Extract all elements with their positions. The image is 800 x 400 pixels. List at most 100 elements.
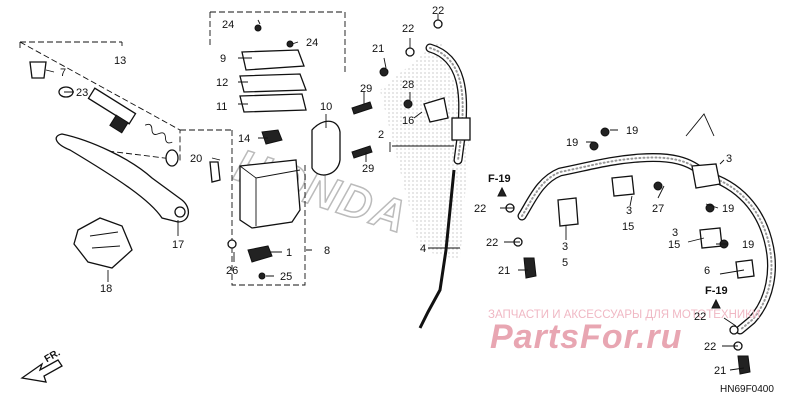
callout-20: 20 bbox=[190, 153, 202, 165]
callout-27: 27 bbox=[652, 203, 664, 215]
callout-24a: 24 bbox=[222, 19, 234, 31]
callout-19a: 19 bbox=[566, 137, 578, 149]
clamp-10 bbox=[311, 120, 341, 176]
callout-10: 10 bbox=[320, 101, 332, 113]
callout-labels: 7 13 23 17 18 24 24 9 12 11 14 20 1 25 2… bbox=[60, 5, 754, 377]
left-branch-hose-dots bbox=[521, 156, 706, 217]
bolt-21c bbox=[737, 355, 751, 375]
callout-22b: 22 bbox=[432, 5, 444, 17]
washer-22b bbox=[433, 19, 443, 29]
cover-18 bbox=[73, 217, 133, 269]
diagram-code: HN69F0400 bbox=[720, 384, 774, 395]
ref-f19-right: F-19 bbox=[705, 285, 728, 297]
bracket-6 bbox=[735, 259, 755, 279]
brand-name: PartsFor.ru bbox=[490, 318, 682, 356]
cap-9 bbox=[241, 49, 305, 71]
callout-22f: 22 bbox=[704, 341, 716, 353]
callout-21b: 21 bbox=[498, 265, 510, 277]
hose-fitting-a bbox=[451, 117, 471, 141]
washer-22a bbox=[405, 47, 415, 57]
screw-25 bbox=[258, 272, 266, 280]
callout-16: 16 bbox=[402, 115, 414, 127]
callout-22e: 22 bbox=[694, 311, 706, 323]
ref-f19-left-arrow bbox=[497, 186, 507, 197]
callout-17: 17 bbox=[172, 239, 184, 251]
group-box-body bbox=[180, 129, 306, 286]
washer-22e bbox=[729, 325, 739, 335]
piston-assembly bbox=[87, 87, 179, 167]
callout-2: 2 bbox=[378, 129, 384, 141]
callout-11: 11 bbox=[216, 101, 227, 113]
callout-3a: 3 bbox=[726, 153, 732, 165]
diaphragm-11 bbox=[239, 93, 307, 113]
callout-9: 9 bbox=[220, 53, 226, 65]
pipe-4 bbox=[418, 169, 456, 329]
stipple-shade bbox=[380, 40, 470, 260]
callout-12: 12 bbox=[216, 77, 228, 89]
callout-15a: 15 bbox=[622, 221, 634, 233]
brand-tagline: ЗАПЧАСТИ И АКСЕССУАРЫ ДЛЯ МОТОТЕХНИКИ bbox=[488, 309, 760, 321]
bolt-28 bbox=[403, 99, 413, 109]
switch-1 bbox=[247, 245, 273, 263]
bolt-29a bbox=[351, 101, 373, 115]
callout-8: 8 bbox=[324, 245, 330, 257]
boot-7 bbox=[29, 61, 47, 79]
callout-19b: 19 bbox=[626, 125, 638, 137]
callout-23: 23 bbox=[76, 87, 88, 99]
front-arrow-icon bbox=[20, 359, 63, 383]
bolt-20 bbox=[209, 161, 221, 183]
callout-21a: 21 bbox=[372, 43, 384, 55]
callout-3b: 3 bbox=[626, 205, 632, 217]
callout-5: 5 bbox=[562, 257, 568, 269]
lever-17 bbox=[55, 133, 189, 223]
callout-29a: 29 bbox=[360, 83, 372, 95]
screw-24a bbox=[254, 24, 262, 32]
callout-19c: 19 bbox=[722, 203, 734, 215]
callout-13: 13 bbox=[114, 55, 126, 67]
callout-7: 7 bbox=[60, 67, 66, 79]
group-13-box bbox=[19, 41, 181, 161]
joint-three-way bbox=[691, 163, 721, 189]
bracket-15a bbox=[611, 175, 635, 197]
plate-12 bbox=[239, 73, 307, 93]
callout-3d: 3 bbox=[672, 227, 678, 239]
callout-1: 1 bbox=[286, 247, 292, 259]
master-cylinder-body bbox=[239, 159, 301, 229]
callout-28: 28 bbox=[402, 79, 414, 91]
callout-22c: 22 bbox=[474, 203, 486, 215]
callout-21c: 21 bbox=[714, 365, 726, 377]
callout-25: 25 bbox=[280, 271, 292, 283]
callout-6: 6 bbox=[704, 265, 710, 277]
bolt-19b bbox=[589, 141, 599, 151]
bolt-19a bbox=[600, 127, 610, 137]
washer-26 bbox=[227, 239, 237, 249]
callout-29b: 29 bbox=[362, 163, 374, 175]
callout-18: 18 bbox=[100, 283, 112, 295]
ref-f19-right-arrow bbox=[711, 298, 721, 309]
cover-18-detail bbox=[89, 231, 121, 249]
bolt-27 bbox=[653, 181, 663, 191]
bolt-21b bbox=[523, 257, 537, 279]
bracket-5 bbox=[557, 197, 579, 227]
callout-24b: 24 bbox=[306, 37, 318, 49]
ref-f19-left: F-19 bbox=[488, 173, 511, 185]
group-13-bracket bbox=[19, 41, 123, 48]
callout-22d: 22 bbox=[486, 237, 498, 249]
bolt-21a bbox=[379, 67, 389, 77]
bracket-16 bbox=[423, 97, 449, 123]
callout-3c: 3 bbox=[562, 241, 568, 253]
float-14 bbox=[261, 129, 283, 145]
bolt-29b bbox=[351, 145, 373, 159]
lever-pivot bbox=[174, 206, 186, 218]
callout-19d: 19 bbox=[742, 239, 754, 251]
group-box-reservoir bbox=[209, 11, 346, 75]
callout-15b: 15 bbox=[668, 239, 680, 251]
right-branch-hose-dots bbox=[704, 174, 773, 331]
callout-14: 14 bbox=[238, 133, 250, 145]
callout-26: 26 bbox=[226, 265, 238, 277]
master-cylinder-face bbox=[239, 165, 301, 226]
callout-22a: 22 bbox=[402, 23, 414, 35]
callout-4: 4 bbox=[420, 243, 426, 255]
